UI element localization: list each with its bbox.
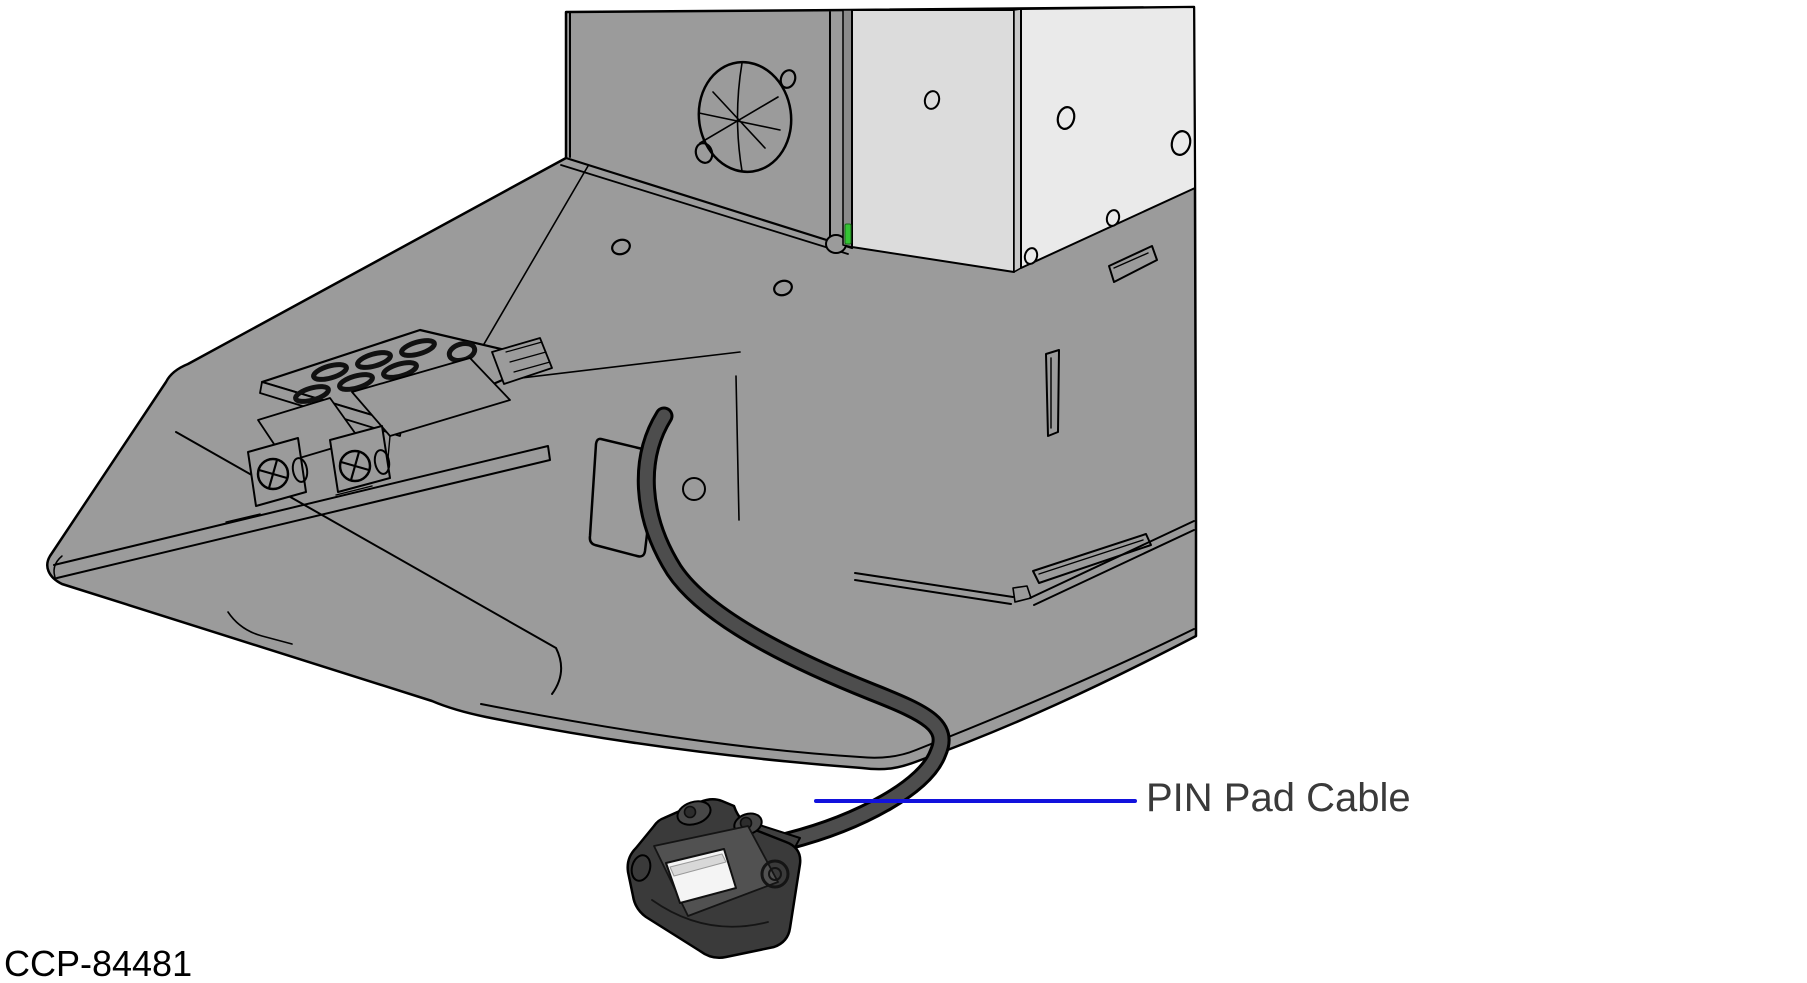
pin-pad-cable-line [636,406,951,851]
base-top-edge [480,628,1195,759]
tray-front-edge [53,445,551,579]
white-enclosure-head [842,6,1196,273]
enclosure-side-face [1020,6,1196,269]
mount-ear [630,854,652,882]
grommet-knockout-mark [698,91,781,149]
tower-left-panel [560,11,854,297]
screw-hole [1170,130,1192,156]
shelf-fold-edge [175,431,563,695]
enclosure-corner-strip [1013,8,1022,273]
strain-ring [760,859,790,889]
screw-hole [1105,209,1121,227]
screw-hole [773,279,793,297]
screw-shank [291,457,309,483]
tray-tip-cap [53,555,63,581]
kick-slot [1032,533,1152,584]
screw-hole [611,238,631,256]
screw-hole [694,142,714,164]
callout-pin-pad-cable: PIN Pad Cable [1146,776,1411,820]
screw-hole [779,69,797,89]
grommet-hole [697,60,793,174]
green-indicator [844,223,852,245]
phillips-cross [339,450,371,482]
phillips-screw-left [247,437,309,507]
screw-hole [1056,106,1076,130]
enclosure-edge-strip [842,9,853,248]
pin-pad-connector [626,798,802,959]
screw-hole [1023,247,1039,265]
vent-slot [1108,245,1158,283]
screw-shank [373,449,391,475]
bracket-fingers [491,337,553,385]
enclosure-front-face [851,9,1015,273]
vesa-mount-bracket [247,328,553,507]
phillips-screw-right [329,425,391,493]
screw-hole [923,90,941,110]
cable-grommet [682,477,706,501]
grommet-seam [736,62,743,172]
base-foot-step [227,611,293,645]
vent-slot [1045,349,1060,437]
part-number: CCP-84481 [4,943,193,983]
pedestal-details [419,245,1195,606]
phillips-cross [257,458,289,490]
